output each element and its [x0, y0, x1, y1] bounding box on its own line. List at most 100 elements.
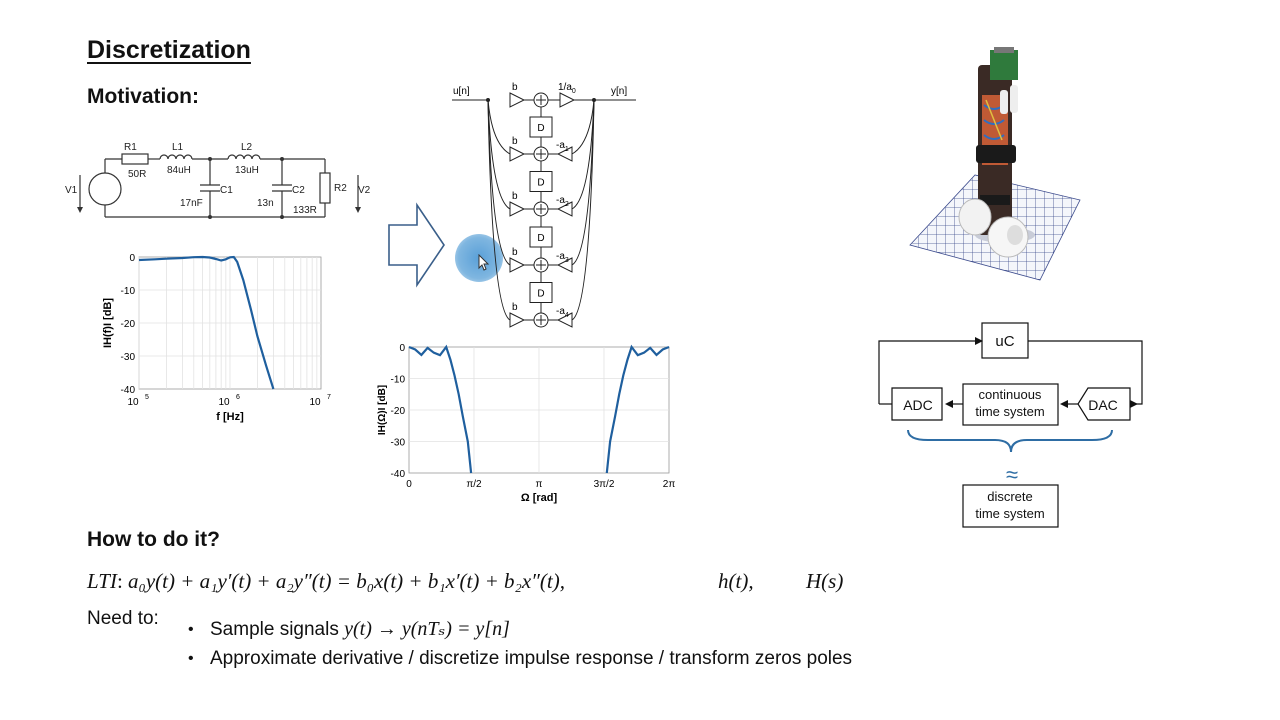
l1-label: L1 — [172, 142, 184, 153]
a-label: -a2 — [556, 195, 569, 208]
digital-filter-diagram: u[n]y[n]b01/a0Db1-a1Db2-a2Db3-a3Db4-a4 — [452, 82, 636, 328]
gain-a — [556, 146, 573, 162]
discrete-system-block — [962, 484, 1059, 528]
gain-a — [556, 257, 573, 273]
x-tick-label: 10 — [127, 397, 139, 408]
gain-b — [509, 92, 526, 108]
bullet-math: y(t) → y(nTₛ) = y[n] — [344, 618, 510, 640]
bullet-text: Approximate derivative / discretize impu… — [210, 648, 853, 669]
adder-plus — [536, 149, 546, 159]
brace-icon — [907, 429, 1113, 453]
delay-label: D — [537, 289, 544, 300]
x-tick-label: 10 — [218, 397, 230, 408]
a-label: -a3 — [556, 251, 569, 264]
wire — [571, 99, 595, 321]
r2-value: 133R — [293, 205, 317, 216]
a-label: -a1 — [556, 140, 569, 153]
a-label: 1/a0 — [558, 82, 576, 95]
series-line — [408, 344, 473, 474]
l1-value: 84uH — [167, 165, 191, 176]
input-label: u[n] — [453, 86, 470, 97]
wire — [571, 99, 595, 266]
wire — [487, 99, 511, 155]
x-tick-exponent: 7 — [327, 394, 331, 401]
control-block-diagram: uC ADC DAC continuous time system ≈ disc… — [878, 322, 1143, 528]
c1-label: C1 — [220, 185, 233, 196]
dac-label: DAC — [1088, 397, 1118, 413]
impulse-response: h(t), — [718, 569, 754, 593]
c2-label: C2 — [292, 185, 305, 196]
delay-label: D — [537, 123, 544, 134]
how-heading: How to do it? — [87, 528, 220, 551]
y-axis-label: IH(Ω)I [dB] — [377, 385, 388, 435]
gain-b — [509, 257, 526, 273]
approx-symbol: ≈ — [1006, 462, 1018, 487]
delay-label: D — [537, 233, 544, 244]
c2-value: 13n — [257, 198, 274, 209]
adder-plus — [536, 204, 546, 214]
motivation-heading: Motivation: — [87, 85, 199, 108]
adder-plus — [536, 260, 546, 270]
y-tick-label: 0 — [129, 253, 135, 264]
adder-plus — [536, 95, 546, 105]
lti-label: LTI — [87, 569, 117, 593]
b-label: b — [512, 247, 518, 258]
r2-label: R2 — [334, 183, 347, 194]
x-tick-exponent: 6 — [236, 394, 240, 401]
v2-label: V2 — [358, 185, 371, 196]
gain-b — [509, 312, 526, 328]
r1-value: 50R — [128, 169, 146, 180]
y-axis-label: IH(f)I [dB] — [102, 298, 114, 348]
x-tick-label: π — [536, 479, 543, 490]
need-to-label: Need to: — [87, 608, 159, 629]
series-line — [605, 344, 670, 474]
b-label: b — [512, 302, 518, 313]
y-tick-label: -10 — [121, 286, 136, 297]
robot-image — [909, 47, 1081, 281]
y-tick-label: -20 — [121, 319, 136, 330]
y-tick-label: -20 — [391, 406, 406, 417]
bullet-item: Approximate derivative / discretize impu… — [188, 644, 852, 673]
y-tick-label: -30 — [121, 352, 136, 363]
circuit-schematic: R1 50R L1 84uH L2 13uH C1 17nF C2 13n R2… — [65, 142, 371, 219]
lti-equation: a₀y(t) + a₁y′(t) + a₂y″(t) = b₀x(t) + b₁… — [128, 569, 565, 593]
wire — [487, 99, 511, 321]
continuous-system-block — [962, 383, 1059, 426]
discrete-label-1: discrete — [987, 489, 1033, 504]
l2-value: 13uH — [235, 165, 259, 176]
b-label: b — [512, 82, 518, 93]
bullet-list: Sample signals y(t) → y(nTₛ) = y[n] Appr… — [188, 615, 852, 673]
continuous-label-2: time system — [975, 404, 1044, 419]
y-tick-label: -30 — [391, 438, 406, 449]
x-axis-label: f [Hz] — [216, 411, 244, 423]
adc-label: ADC — [903, 397, 933, 413]
x-tick-label: 10 — [309, 397, 321, 408]
x-axis-label: Ω [rad] — [521, 492, 558, 504]
adc-block — [891, 387, 943, 421]
r1-label: R1 — [124, 142, 137, 153]
gain-a — [559, 92, 576, 108]
lti-equation-line: LTI: a₀y(t) + a₁y′(t) + a₂y″(t) = b₀x(t)… — [87, 569, 565, 593]
x-tick-label: π/2 — [466, 479, 482, 490]
arrow-right-icon — [388, 202, 445, 288]
v1-label: V1 — [65, 185, 78, 196]
gain-b — [509, 201, 526, 217]
output-label: y[n] — [611, 86, 627, 97]
continuous-label-1: continuous — [979, 387, 1042, 402]
x-tick-exponent: 5 — [145, 394, 149, 401]
uc-label: uC — [995, 333, 1014, 350]
wire — [487, 99, 511, 266]
bullet-text: Sample signals — [210, 619, 345, 640]
cursor-icon — [478, 254, 490, 271]
y-tick-label: 0 — [399, 343, 405, 354]
discrete-label-2: time system — [975, 506, 1044, 521]
x-tick-label: 3π/2 — [594, 479, 615, 490]
transfer-function: H(s) — [806, 569, 844, 593]
c1-value: 17nF — [180, 198, 203, 209]
x-tick-label: 0 — [406, 479, 412, 490]
b-label: b — [512, 136, 518, 147]
wire — [571, 99, 595, 155]
x-tick-label: 2π — [663, 479, 676, 490]
